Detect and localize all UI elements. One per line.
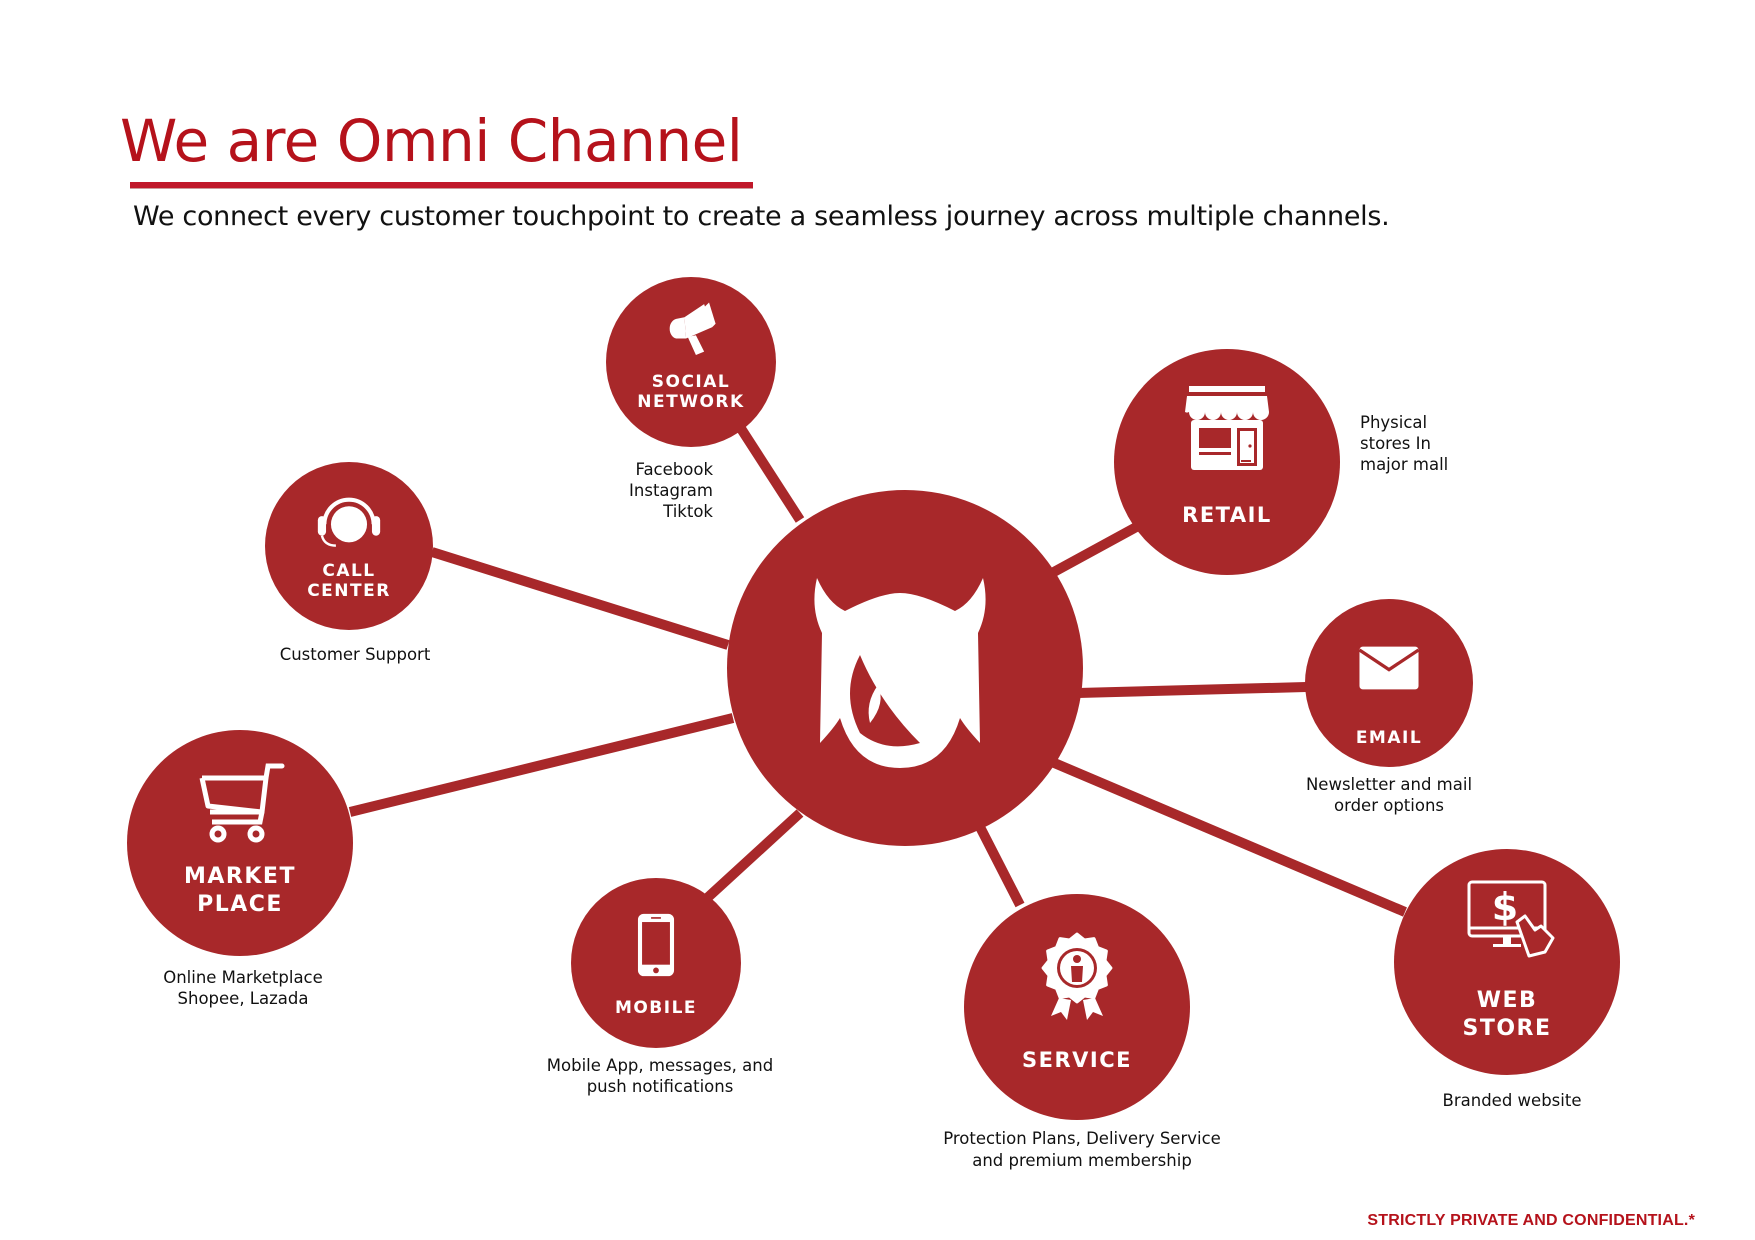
channel-description: major mall	[1360, 455, 1448, 474]
confidentiality-footer: STRICTLY PRIVATE AND CONFIDENTIAL.*	[1367, 1212, 1695, 1229]
title-underline	[130, 182, 753, 188]
page-subtitle: We connect every customer touchpoint to …	[133, 201, 1390, 232]
channel-description: and premium membership	[972, 1151, 1192, 1170]
channel-description: Instagram	[629, 481, 713, 500]
channel-description: Protection Plans, Delivery Service	[943, 1129, 1221, 1148]
channel-description: Newsletter and mail	[1306, 775, 1472, 794]
connector-retail	[1049, 520, 1143, 578]
megaphone-icon	[669, 302, 716, 355]
channel-description: Physical	[1360, 413, 1427, 432]
channel-node-web-store: $ WEB STORE Branded website	[1394, 849, 1620, 1110]
monitor-dollar-click-icon: $	[1467, 880, 1555, 958]
connector-call-center	[430, 547, 730, 650]
channel-description: Shopee, Lazada	[178, 989, 309, 1008]
smartphone-icon	[637, 913, 675, 977]
shopping-cart-icon	[199, 763, 285, 843]
channel-description: Facebook	[635, 460, 713, 479]
connector-mobile	[701, 809, 804, 904]
channel-node-service: SERVICE Protection Plans, Delivery Servic…	[943, 894, 1221, 1170]
channel-label: WEB	[1477, 988, 1538, 1013]
channel-label: MARKET	[184, 864, 296, 889]
page-title: We are Omni Channel	[120, 107, 743, 175]
award-ribbon-icon	[1041, 932, 1113, 1020]
channel-node-email: EMAIL Newsletter and mail order options	[1305, 599, 1473, 815]
channel-label: MOBILE	[615, 998, 697, 1018]
storefront-icon	[1185, 386, 1269, 470]
channel-circle	[265, 462, 433, 630]
channel-circle	[964, 894, 1190, 1120]
channel-label: PLACE	[197, 892, 283, 917]
channel-label: STORE	[1462, 1016, 1551, 1041]
channel-description: Branded website	[1443, 1091, 1582, 1110]
channel-description: stores In	[1360, 434, 1431, 453]
channel-node-mobile: MOBILE Mobile App, messages, and push noti…	[547, 878, 773, 1096]
channel-description: Mobile App, messages, and	[547, 1056, 773, 1075]
channel-description: Customer Support	[280, 645, 431, 664]
brand-logo-hub	[727, 490, 1083, 846]
envelope-icon	[1358, 646, 1420, 690]
channel-node-retail: RETAIL Physical stores In major mall	[1114, 349, 1448, 575]
channel-description: Online Marketplace	[163, 968, 323, 987]
channel-label: EMAIL	[1356, 728, 1422, 748]
connector-lines	[348, 424, 1407, 917]
channel-description: push notifications	[587, 1077, 734, 1096]
connector-market-place	[348, 713, 735, 817]
connector-web-store	[1050, 757, 1407, 917]
headset-icon	[317, 497, 381, 547]
connector-social-network	[735, 424, 805, 523]
channel-description: Tiktok	[662, 502, 713, 521]
channel-label: SOCIAL	[652, 372, 731, 392]
svg-text:$: $	[1492, 885, 1518, 929]
channel-circle	[606, 277, 776, 447]
channel-description: order options	[1334, 796, 1444, 815]
channel-label: NETWORK	[637, 392, 744, 412]
devil-logo-icon	[814, 578, 986, 768]
channel-label: SERVICE	[1022, 1048, 1132, 1072]
connector-email	[1077, 682, 1307, 698]
connector-service	[975, 824, 1025, 908]
channel-label: RETAIL	[1182, 503, 1272, 527]
channel-label: CENTER	[307, 581, 391, 601]
channel-label: CALL	[322, 561, 375, 581]
channel-circle	[127, 730, 353, 956]
channel-circle	[1394, 849, 1620, 1075]
